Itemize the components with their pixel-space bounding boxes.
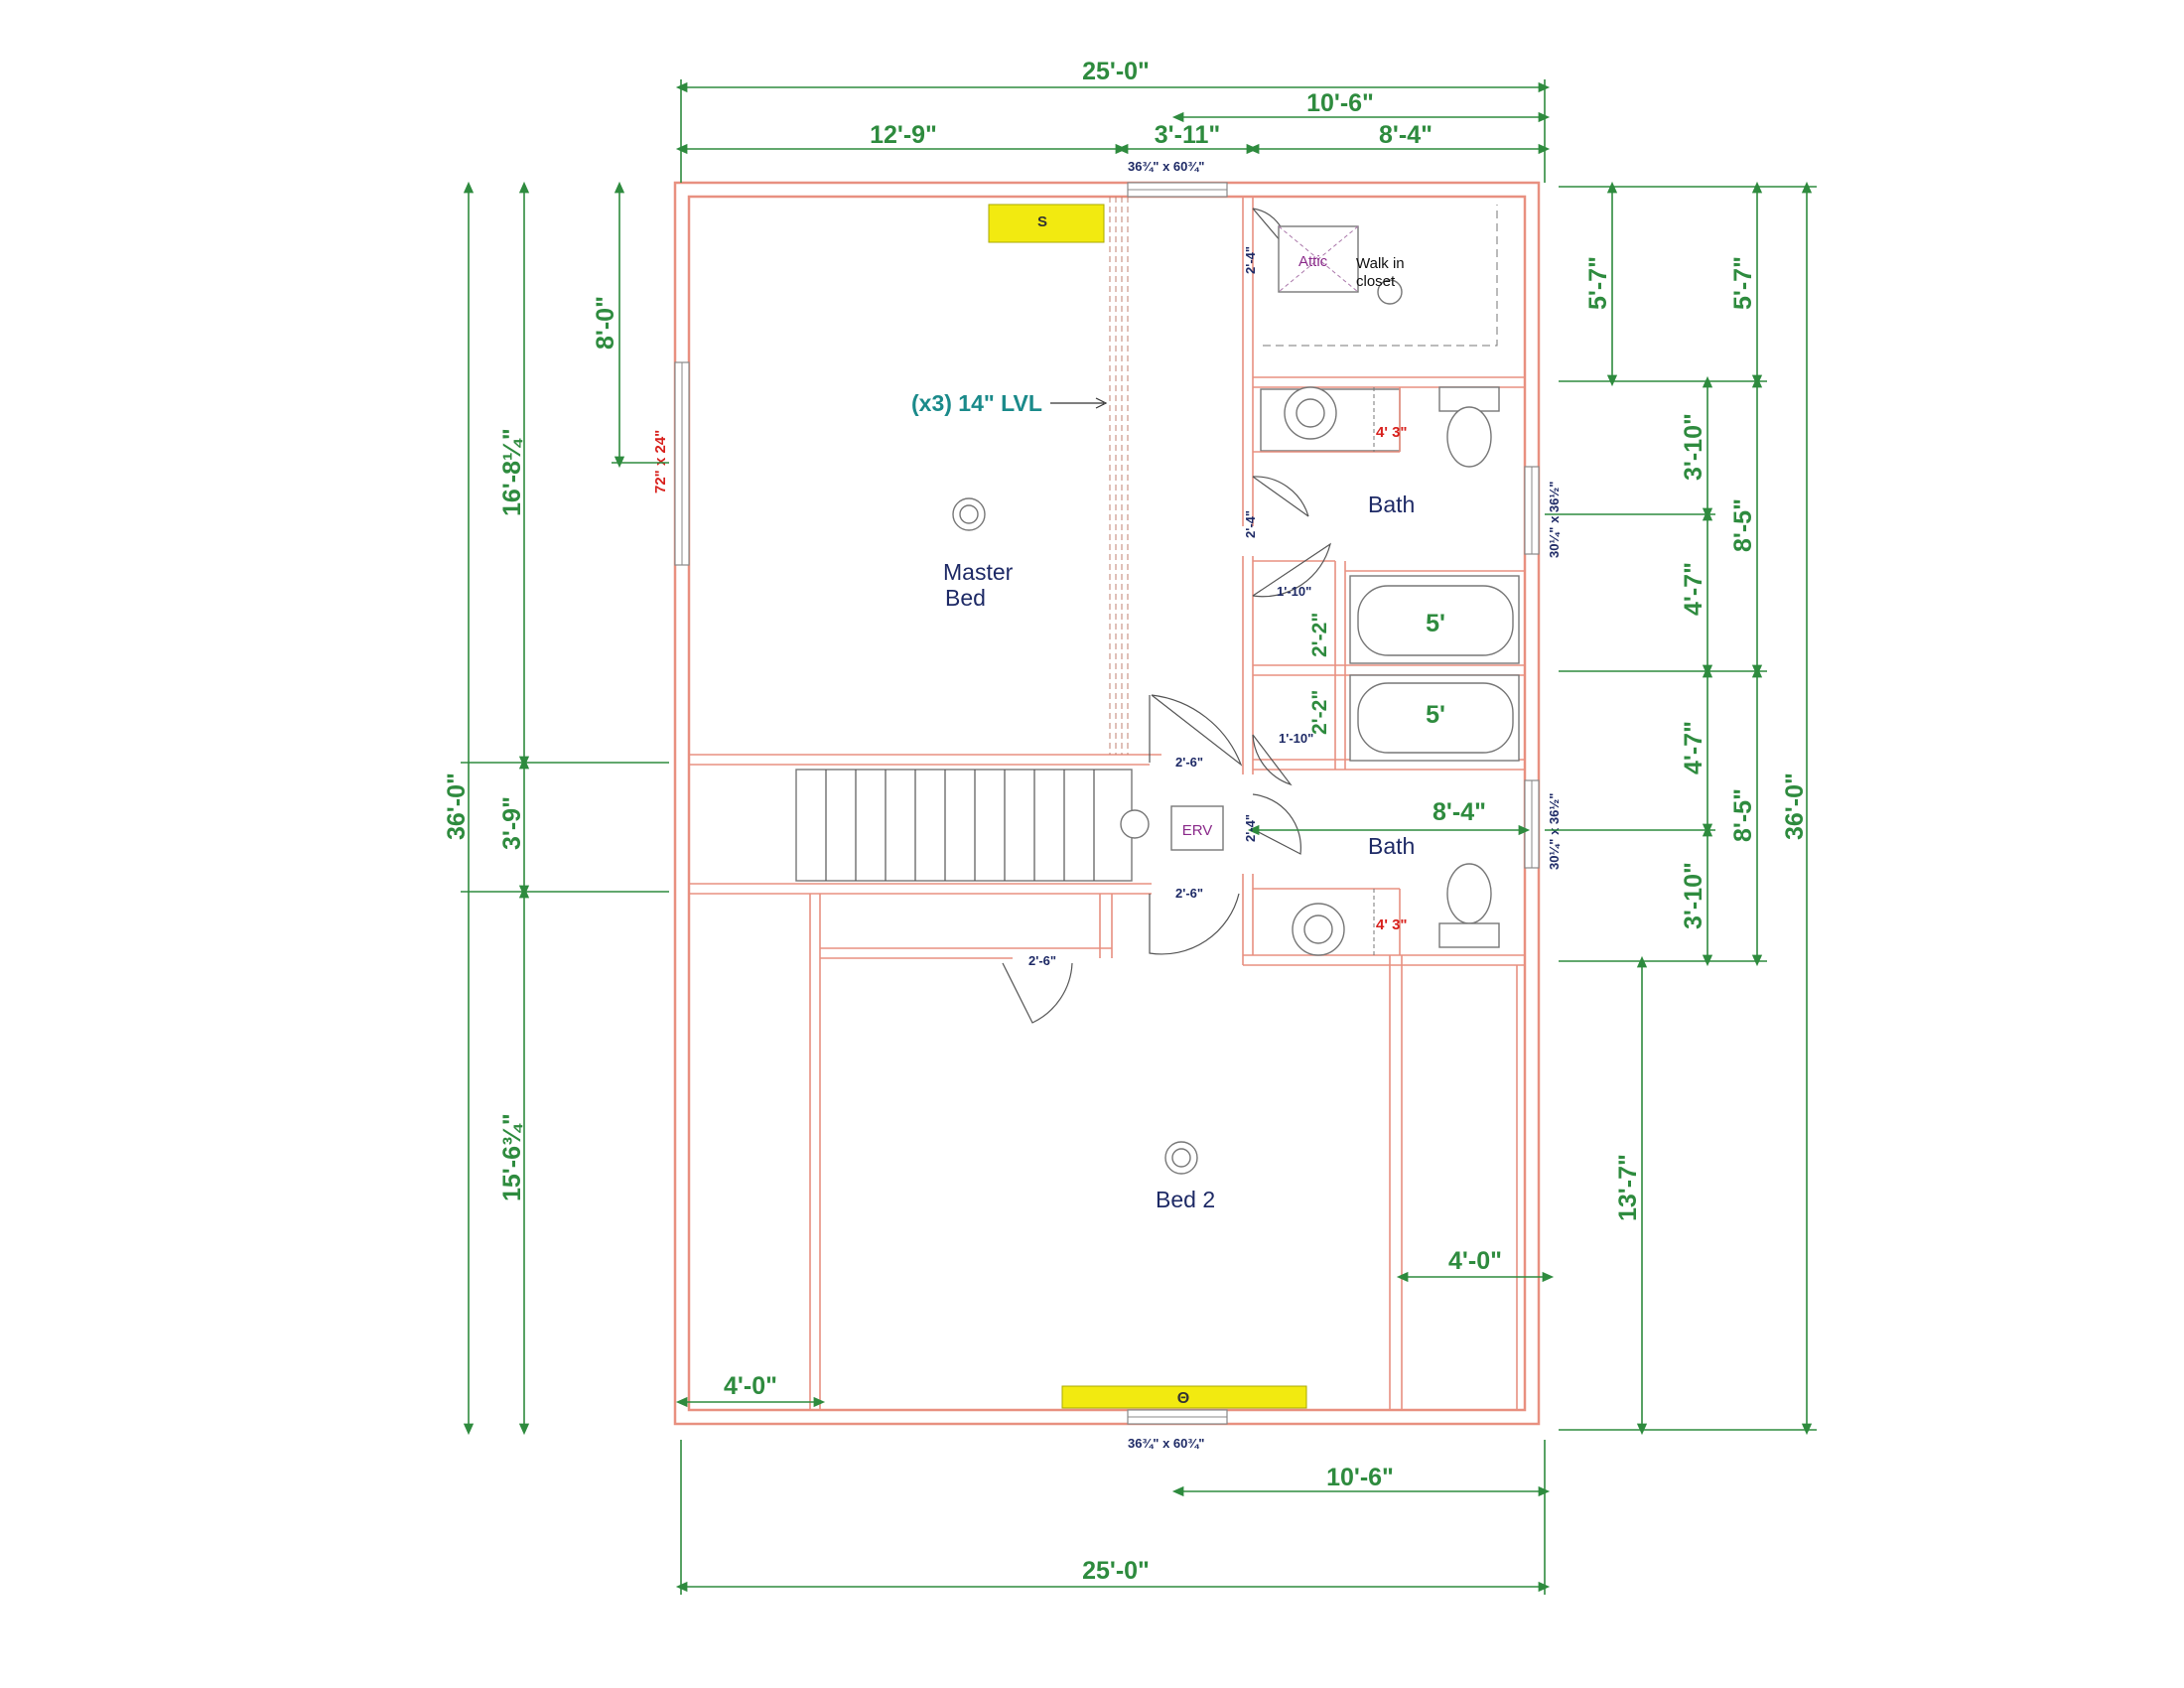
window-bath-upper-label: 30¼" x 36½" — [1547, 482, 1562, 558]
dim-right-closet-b: 5'-7" — [1729, 256, 1757, 310]
dim-right-bed2: 13'-7" — [1614, 1154, 1642, 1221]
dim-door-bath-lower: 2'-4" — [1243, 814, 1258, 842]
windows — [674, 182, 1540, 1425]
dim-linen-lower-d: 2'-2" — [1308, 690, 1331, 735]
dim-vanity-lower: 4' 3" — [1376, 916, 1408, 933]
dim-left-mid: 3'-9" — [498, 796, 526, 850]
smoke-marker-label: S — [1037, 213, 1047, 230]
dim-top-left: 12'-9" — [870, 121, 937, 149]
dim-door-bed2: 2'-6" — [1175, 886, 1203, 901]
window-bath-lower-label: 30¼" x 36½" — [1547, 793, 1562, 870]
master-bed-label-1: Master — [943, 559, 1014, 585]
bed2-label: Bed 2 — [1156, 1187, 1215, 1212]
dim-left-total: 36'-0" — [443, 773, 471, 840]
dim-right-a2: 4'-7" — [1680, 562, 1707, 616]
dim-door-bath-upper: 2'-4" — [1243, 510, 1258, 538]
doors[interactable] — [1002, 208, 1331, 1024]
dim-vanity-upper: 4' 3" — [1376, 424, 1408, 441]
dim-tub-lower: 5' — [1426, 701, 1445, 729]
dim-top-mid: 3'-11" — [1155, 121, 1220, 149]
smoke-detector-marker — [988, 204, 1105, 243]
dim-linen-lower-w: 1'-10" — [1279, 731, 1313, 746]
dim-closet-left: 4'-0" — [724, 1372, 777, 1400]
dim-right-b1: 8'-5" — [1729, 498, 1757, 552]
dim-right-b2: 8'-5" — [1729, 788, 1757, 842]
dim-right-a3: 4'-7" — [1680, 721, 1707, 774]
dim-door-closet: 2'-4" — [1243, 246, 1258, 274]
window-left-label: 72" x 24" — [652, 430, 669, 493]
fixtures — [952, 205, 1520, 1175]
dim-tub-upper: 5' — [1426, 610, 1445, 637]
dim-door-master: 2'-6" — [1175, 755, 1203, 770]
interior-walls — [689, 197, 1525, 1410]
dim-right-closet-a: 5'-7" — [1584, 256, 1612, 310]
master-bed-label-2: Bed — [945, 585, 986, 611]
window-top-label: 36¾" x 60¾" — [1128, 159, 1204, 174]
attic-label: Attic — [1298, 253, 1328, 270]
dim-top-right: 10'-6" — [1306, 89, 1374, 117]
dimension-lines — [461, 79, 1817, 1595]
dim-closet-right: 4'-0" — [1448, 1247, 1502, 1275]
bath-upper-label: Bath — [1368, 492, 1415, 517]
dim-door-bed2-closet: 2'-6" — [1028, 953, 1056, 968]
heater-marker — [1061, 1385, 1307, 1409]
window-bottom-label: 36¾" x 60¾" — [1128, 1436, 1204, 1451]
dim-right-a4: 3'-10" — [1680, 862, 1707, 929]
closet-label-1: Walk in — [1356, 255, 1405, 272]
dim-left-window: 8'-0" — [592, 296, 619, 350]
dim-hall-width: 8'-4" — [1433, 798, 1486, 826]
lvl-note: (x3) 14" LVL — [911, 390, 1042, 416]
dim-top-total: 25'-0" — [1082, 58, 1150, 85]
erv-label: ERV — [1182, 822, 1213, 839]
stairs[interactable] — [795, 769, 1133, 882]
dim-right-total: 36'-0" — [1781, 773, 1809, 840]
dim-bottom-total: 25'-0" — [1082, 1557, 1150, 1585]
dim-right-a1: 3'-10" — [1680, 413, 1707, 481]
closet-label-2: closet — [1356, 273, 1396, 290]
heater-marker-label: Θ — [1177, 1390, 1189, 1407]
dim-linen-upper-w: 1'-10" — [1277, 584, 1311, 599]
dim-linen-upper-d: 2'-2" — [1308, 613, 1331, 657]
dim-bottom-right: 10'-6" — [1326, 1464, 1394, 1491]
dim-left-upper: 16'-8¼" — [498, 428, 526, 516]
bath-lower-label: Bath — [1368, 833, 1415, 859]
lvl-beam — [1109, 197, 1129, 755]
dim-left-lower: 15'-6¾" — [498, 1113, 526, 1201]
dim-top-far-right: 8'-4" — [1379, 121, 1433, 149]
